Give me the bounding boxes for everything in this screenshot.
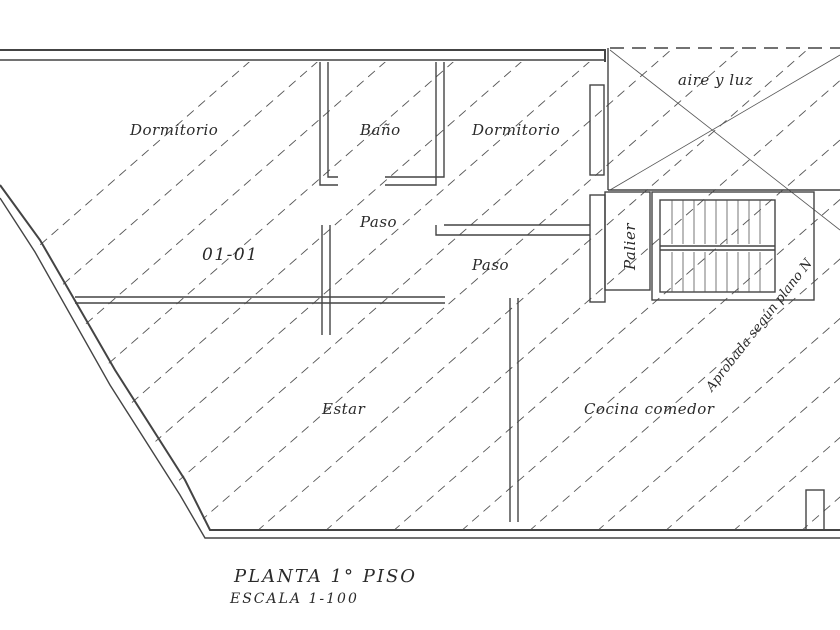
drawing-title: PLANTA 1° PISO [233,566,417,587]
room-label-cocina-comedor: Cocina comedor [584,400,715,418]
exterior-walls [0,47,840,539]
room-label-bano: Baño [359,121,401,139]
room-label-paso-upper: Paso [359,213,397,231]
room-label-aire-y-luz: aire y luz [678,71,753,89]
room-label-estar: Estar [321,400,366,418]
room-label-paso-lower: Paso [471,256,509,274]
room-label-dormitorio-right: Dormitorio [471,121,560,139]
interior-walls [75,62,825,531]
room-label-palier: Palier [621,223,639,271]
room-label-dormitorio-left: Dormitorio [129,121,218,139]
stair-core [604,191,815,301]
approval-note: Aprobada según plano N [703,256,816,395]
stair-treads [671,200,761,292]
unit-code: 01-01 [202,245,259,265]
air-light-shaft [608,49,840,231]
drawing-scale: ESCALA 1-100 [229,591,359,607]
